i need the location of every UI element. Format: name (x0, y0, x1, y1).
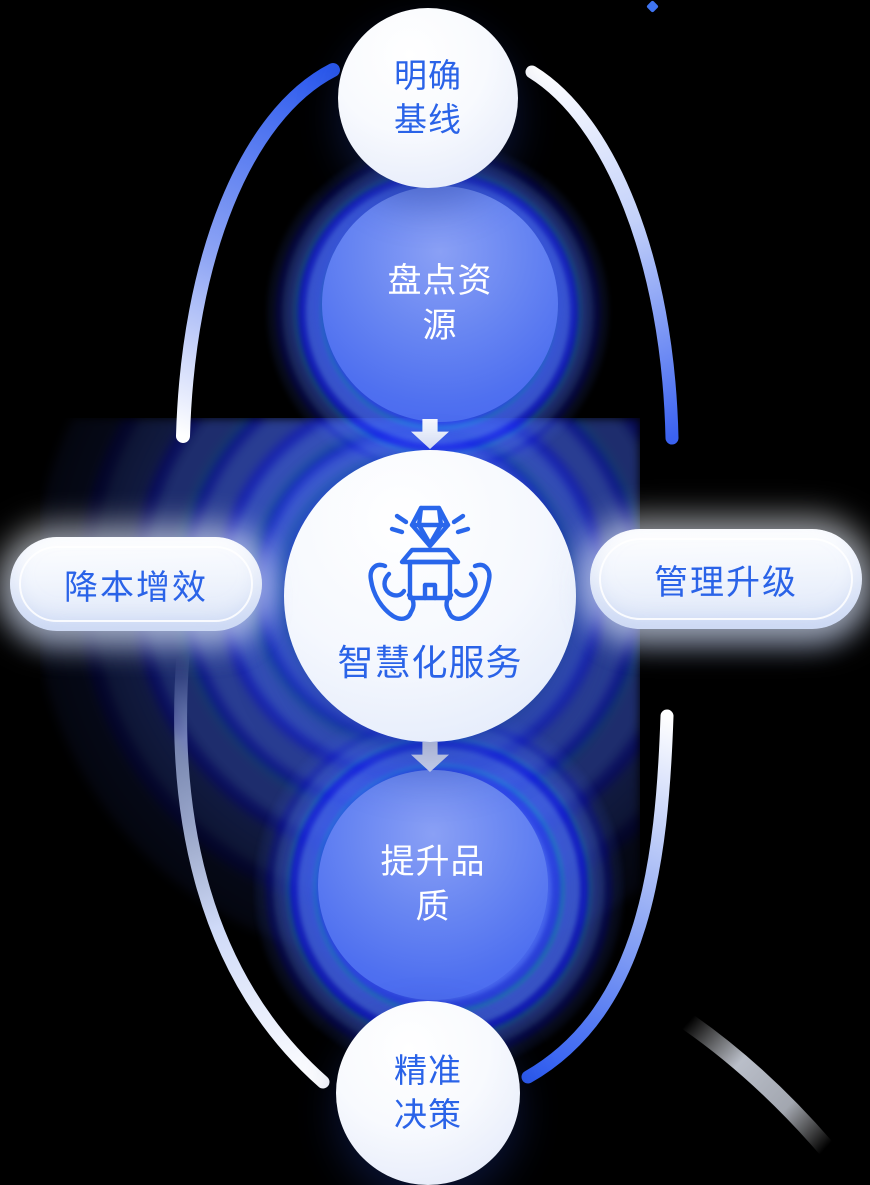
node-inventory: 盘点资源 (322, 186, 558, 422)
arc-top-right (525, 65, 679, 445)
arc-bottom-right (521, 709, 674, 1084)
arc-bottom-left (174, 648, 330, 1089)
benefit-pill-management-upgrade[interactable]: 管理升级 (590, 529, 862, 629)
node-inventory-label: 盘点资源 (387, 262, 493, 345)
hands-gift-diamond-icon (368, 505, 492, 621)
node-center-service: 智慧化服务 (284, 450, 576, 742)
node-quality-label: 提升品质 (380, 843, 486, 926)
node-decision: 精准决策 (336, 1001, 520, 1185)
node-center-service-label: 智慧化服务 (337, 642, 523, 683)
node-baseline: 明确基线 (338, 8, 518, 188)
node-decision-label: 精准决策 (393, 1052, 462, 1133)
node-baseline-label: 明确基线 (393, 57, 462, 138)
benefit-pill-management-upgrade-label: 管理升级 (654, 563, 798, 602)
node-quality: 提升品质 (318, 770, 548, 1000)
benefit-pill-cost-reduction-label: 降本增效 (64, 568, 208, 607)
arc-corner-streak (679, 1013, 835, 1157)
arc-top-left (176, 63, 340, 443)
benefit-pill-cost-reduction[interactable]: 降本增效 (10, 537, 262, 631)
